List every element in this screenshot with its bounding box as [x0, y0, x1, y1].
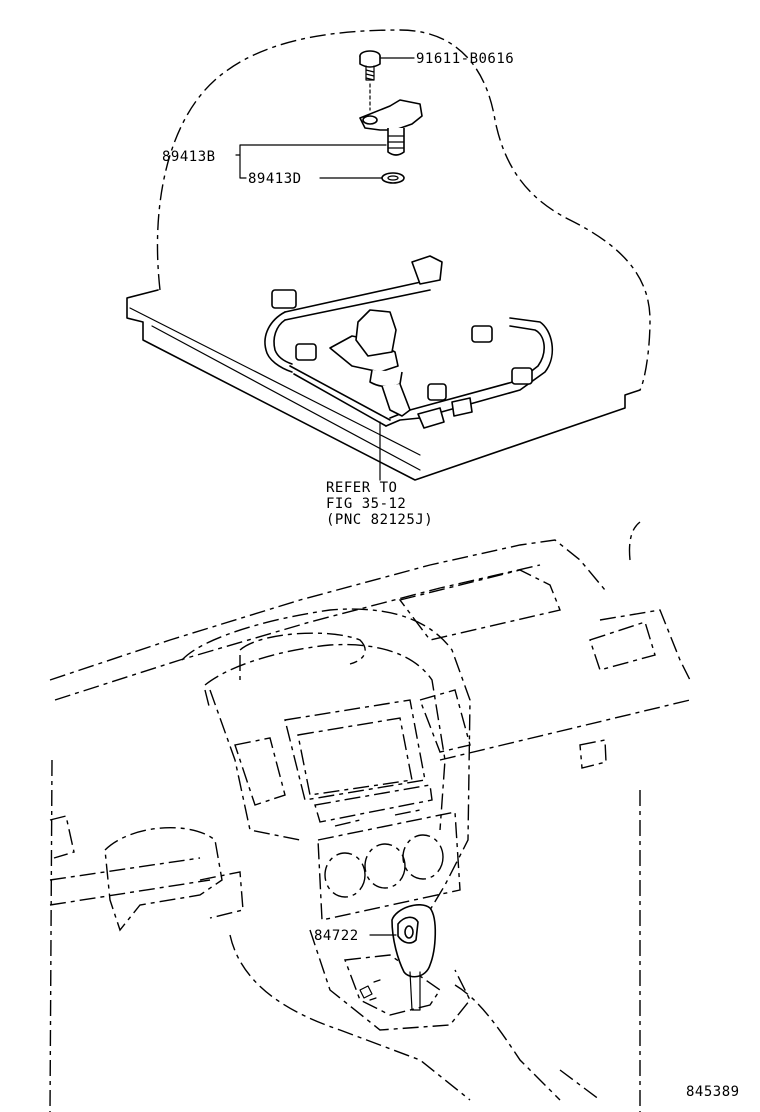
callout-refer-3: (PNC 82125J) — [326, 512, 433, 528]
sensor-89413b — [359, 99, 423, 156]
figure-number: 845389 — [686, 1084, 740, 1100]
dash-top-edge — [49, 539, 606, 681]
o-ring-89413d — [381, 172, 405, 184]
callout-refer-1: REFER TO — [326, 480, 397, 496]
callout-oring: 89413D — [248, 171, 302, 187]
callout-refer-2: FIG 35-12 — [326, 496, 406, 512]
bolt-91611 — [359, 50, 381, 111]
wire-harness — [264, 255, 554, 429]
phantom-outline-upper — [156, 29, 651, 391]
dashboard-view: 84722 — [49, 521, 691, 1112]
base-plate-edge — [129, 307, 421, 471]
installed-sensor — [329, 309, 411, 417]
callout-sensor: 89413B — [162, 149, 216, 165]
base-plate — [126, 289, 641, 481]
shift-knob-84722 — [391, 904, 437, 1011]
callout-bolt: 91611-B0616 — [416, 51, 514, 67]
callout-knob: 84722 — [314, 928, 359, 944]
sensor-assembly-view: 91611-B0616 89413B 89413D — [126, 29, 651, 528]
leader-bracket — [235, 144, 387, 179]
